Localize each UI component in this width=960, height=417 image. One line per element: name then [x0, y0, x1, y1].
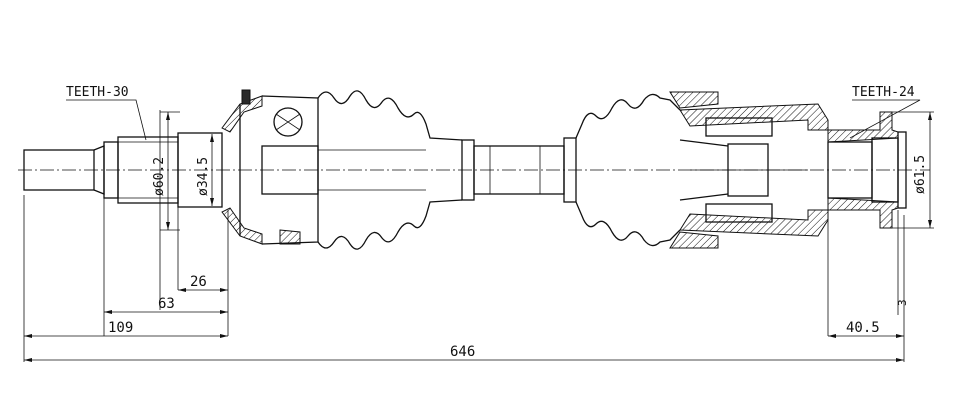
right-boot — [575, 91, 719, 249]
dimension-646: 646 — [450, 344, 475, 360]
diameter-61-5-label: ø61.5 — [913, 155, 928, 194]
dimension-lines — [23, 99, 934, 362]
dimension-26: 26 — [190, 274, 207, 290]
intermediate-shaft — [461, 137, 577, 203]
left-boot — [317, 90, 463, 250]
teeth-right-label: TEETH-24 — [852, 85, 915, 100]
dimension-63: 63 — [158, 296, 175, 312]
teeth-left-label: TEETH-30 — [66, 85, 129, 100]
right-stub-shaft — [827, 111, 907, 229]
left-cv-joint — [221, 89, 319, 245]
diameter-60-2-label: ø60.2 — [152, 157, 167, 196]
dimension-3: 3 — [896, 299, 909, 306]
left-stub-shaft — [23, 132, 223, 208]
right-cv-joint — [679, 103, 829, 237]
dimension-40-5: 40.5 — [846, 320, 880, 336]
dimension-109: 109 — [108, 320, 133, 336]
diameter-34-5-label: ø34.5 — [196, 157, 211, 196]
